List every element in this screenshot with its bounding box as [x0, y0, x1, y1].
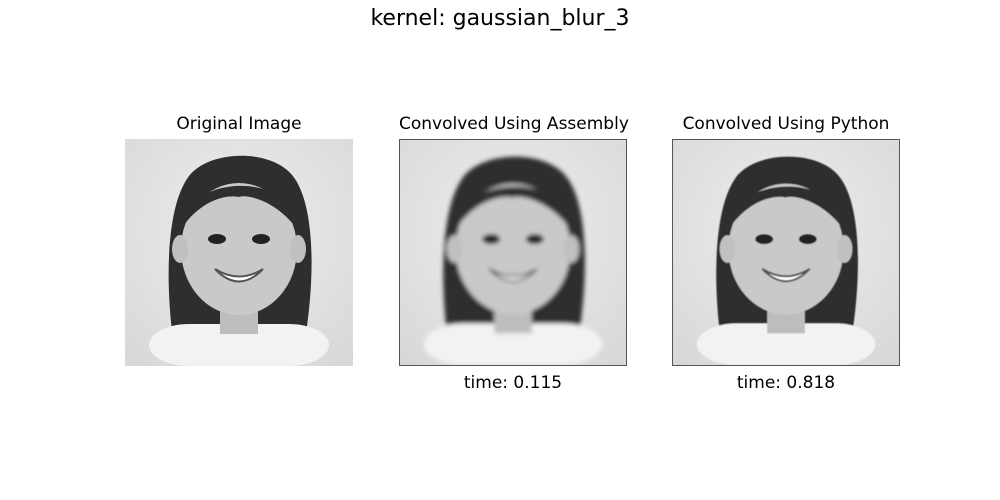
panel-title: Convolved Using Assembly	[399, 114, 629, 134]
figure-title: kernel: gaussian_blur_3	[370, 6, 630, 31]
original-portrait-image	[125, 139, 353, 366]
panel-convolved-python: Convolved Using Python	[672, 112, 900, 395]
assembly-convolved-image	[399, 139, 627, 366]
panel-original-image: Original Image	[125, 112, 353, 371]
portrait-photo	[673, 140, 899, 365]
portrait-photo	[400, 140, 626, 365]
panel-title: Convolved Using Python	[682, 114, 890, 134]
portrait-photo	[125, 139, 353, 366]
panel-convolved-assembly: Convolved Using Assembly	[399, 112, 629, 395]
python-convolved-image	[672, 139, 900, 366]
panel-title: Original Image	[176, 114, 302, 134]
timing-label: time: 0.818	[736, 373, 836, 393]
timing-label: time: 0.115	[463, 373, 563, 393]
